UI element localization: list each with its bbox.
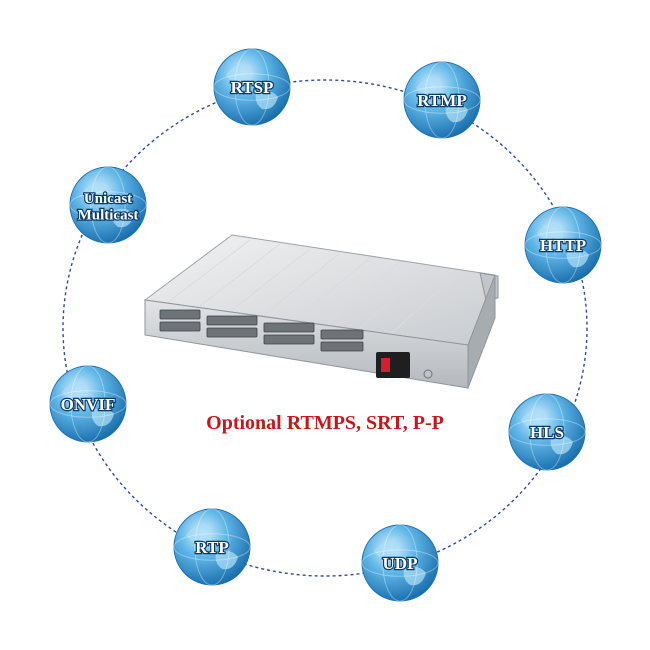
device-ground-screw (423, 369, 433, 379)
globe-meridian (382, 524, 418, 602)
globe-rtmp: RTMP (403, 61, 481, 139)
globe-equator (361, 549, 439, 577)
globe-equator (524, 231, 602, 259)
globe-equator (213, 73, 291, 101)
globe-hls: HLS (508, 393, 586, 471)
device-power-switch (381, 358, 390, 372)
rack-encoder-device-icon (143, 234, 499, 389)
protocol-label: RTSP (231, 78, 274, 97)
globe-landmass (537, 223, 589, 268)
protocol-label: Multicast (78, 207, 139, 223)
globe-rtp: RTP (173, 508, 251, 586)
globe-landmass (374, 541, 426, 586)
globe-landmass (226, 65, 278, 110)
protocol-label: ONVIF (61, 395, 116, 414)
globe-onvif: ONVIF (49, 365, 127, 443)
globe-meridian (90, 166, 126, 244)
globe-meridian (545, 206, 581, 284)
globe-meridian (424, 61, 460, 139)
globe-equator (508, 418, 586, 446)
protocol-label: RTMP (417, 91, 466, 110)
device-port-modules (159, 309, 364, 352)
globe-meridian (70, 365, 106, 443)
globe-udp: UDP (361, 524, 439, 602)
globe-meridian (234, 48, 270, 126)
globe-landmass (416, 78, 468, 123)
globe-landmass (62, 382, 114, 427)
globe-landmass (186, 525, 238, 570)
optional-protocols-caption: Optional RTMPS, SRT, P-P (206, 412, 444, 434)
globe-meridian (529, 393, 565, 471)
protocol-label: UDP (383, 554, 418, 573)
globe-meridian (194, 508, 230, 586)
globe-equator (69, 191, 147, 219)
connection-ring (62, 79, 588, 577)
protocol-label: HLS (530, 423, 564, 442)
globe-landmass (82, 183, 134, 228)
device-side-panel (467, 274, 496, 389)
protocol-label: HTTP (540, 236, 586, 255)
globe-equator (403, 86, 481, 114)
protocol-label: RTP (195, 538, 228, 557)
globe-equator (49, 390, 127, 418)
globe-landmass (521, 410, 573, 455)
globe-equator (173, 533, 251, 561)
globe-rtsp: RTSP (213, 48, 291, 126)
globe-http: HTTP (524, 206, 602, 284)
protocol-label: Unicast (84, 191, 132, 207)
